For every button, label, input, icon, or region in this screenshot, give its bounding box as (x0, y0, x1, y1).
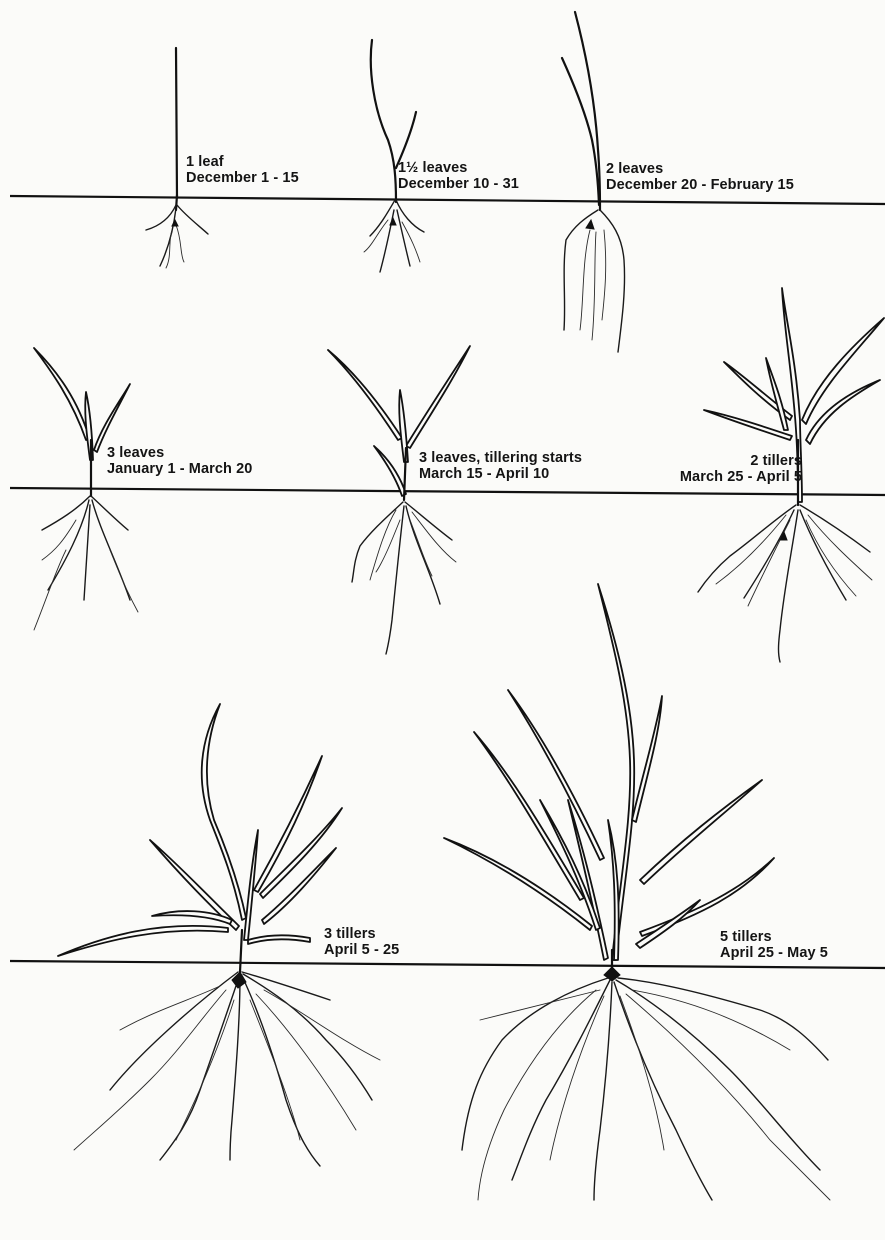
plant-1-roots (146, 205, 208, 268)
plant-4-leaf-right (94, 384, 130, 452)
stage-8-tillers-text: 5 tillers (720, 929, 828, 945)
plant-4-roots (34, 496, 138, 630)
stage-4-date-range: January 1 - March 20 (107, 461, 252, 477)
stage-label-1: 1 leaf December 1 - 15 (186, 154, 299, 186)
plant-7-stem (240, 930, 242, 972)
plant-8-leaf-right-flat (636, 900, 700, 948)
stage-5-date-range: March 15 - April 10 (419, 466, 582, 482)
plant-5-roots (352, 502, 456, 654)
stage-1-date-range: December 1 - 15 (186, 170, 299, 186)
plant-7-leaf-top (202, 704, 246, 920)
stage-2-date-range: December 10 - 31 (398, 176, 519, 192)
stage-3-date-range: December 20 - February 15 (606, 177, 794, 193)
plant-3-blade-left (562, 58, 599, 205)
stage-2-leaves-text: 1½ leaves (398, 160, 519, 176)
stage-label-7: 3 tillers April 5 - 25 (324, 926, 399, 958)
plant-7-leaf-right-flat (248, 935, 310, 944)
plant-2-roots (364, 200, 424, 272)
plant-3-roots (564, 210, 625, 352)
stage-5-leaves-text: 3 leaves, tillering starts (419, 450, 582, 466)
plant-6-leaf-right-long (802, 318, 884, 424)
stage-8-date-range: April 25 - May 5 (720, 945, 828, 961)
stage-label-4: 3 leaves January 1 - March 20 (107, 445, 252, 477)
stage-label-5: 3 leaves, tillering starts March 15 - Ap… (419, 450, 582, 482)
ground-line-row-2 (10, 488, 885, 495)
plant-5-leaf-right (406, 346, 470, 448)
plant-6-roots (698, 505, 872, 662)
plant-1-leaf-blade (176, 48, 177, 198)
plant-2-blade-main (371, 40, 396, 202)
plant-8-leaf-right-upper (640, 780, 762, 884)
plant-3-leaves-tillering (328, 346, 470, 654)
stage-label-3: 2 leaves December 20 - February 15 (606, 161, 794, 193)
plant-8-leaf-left (474, 732, 584, 900)
plant-4-leaf-left (34, 348, 90, 440)
plant-7-leaf-left-long (58, 926, 228, 956)
plant-8-leaf-right-mid (632, 696, 662, 822)
plant-5-tiller (374, 446, 406, 496)
stage-label-2: 1½ leaves December 10 - 31 (398, 160, 519, 192)
stage-3-leaves-text: 2 leaves (606, 161, 794, 177)
plant-6-leaf-left-low (704, 410, 792, 440)
plant-1-5-leaves (364, 40, 424, 272)
stage-7-date-range: April 5 - 25 (324, 942, 399, 958)
stage-1-leaves-text: 1 leaf (186, 154, 299, 170)
ground-line-row-1 (10, 196, 885, 204)
stage-6-tillers-text: 2 tillers (632, 453, 802, 469)
stage-label-6: 2 tillers March 25 - April 5 (632, 453, 802, 485)
ground-line-row-3 (10, 961, 885, 968)
stage-label-8: 5 tillers April 25 - May 5 (720, 929, 828, 961)
plant-3-blade-tall (575, 12, 600, 210)
plant-6-leaf-inner (766, 358, 788, 430)
plant-7-roots (74, 972, 380, 1166)
plant-5-leaf-left (328, 350, 402, 440)
stage-6-date-range: March 25 - April 5 (632, 469, 802, 485)
plant-5-tillers (444, 584, 830, 1200)
stage-4-leaves-text: 3 leaves (107, 445, 252, 461)
plant-8-roots (462, 967, 830, 1200)
stage-7-tillers-text: 3 tillers (324, 926, 399, 942)
